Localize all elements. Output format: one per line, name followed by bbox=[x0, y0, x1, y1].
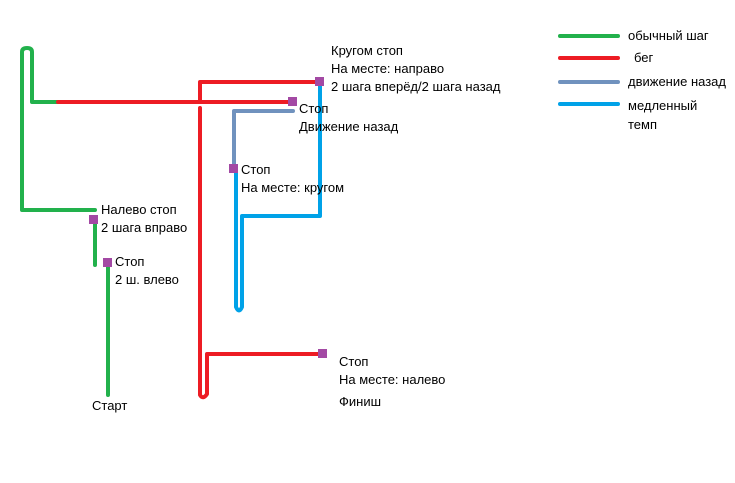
stop3-label: Кругом стоп На месте: направо 2 шага впе… bbox=[331, 42, 500, 96]
stop5-line1: Стоп bbox=[241, 162, 271, 177]
stop-marker bbox=[89, 215, 98, 224]
stop1-line1: Стоп bbox=[115, 254, 145, 269]
stop1-line2: 2 ш. влево bbox=[115, 272, 179, 287]
legend-label-back: движение назад bbox=[628, 74, 727, 89]
legend-label-slow: медленный bbox=[628, 98, 698, 113]
legend-label-normal: обычный шаг bbox=[628, 28, 709, 43]
start-label: Старт bbox=[92, 398, 128, 413]
stop2-line1: Налево стоп bbox=[101, 202, 177, 217]
stop5-label: Стоп На месте: кругом bbox=[241, 161, 344, 197]
stop-marker bbox=[229, 164, 238, 173]
legend-label-run: бег bbox=[634, 50, 654, 65]
stop3-line2: На месте: направо bbox=[331, 61, 445, 76]
stop-marker bbox=[315, 77, 324, 86]
move-back-path bbox=[232, 109, 295, 170]
stop-marker bbox=[318, 349, 327, 358]
stop4-label: Стоп Движение назад bbox=[299, 100, 398, 136]
normal-step-path bbox=[20, 46, 110, 397]
stop2-label: Налево стоп 2 шага вправо bbox=[101, 201, 187, 237]
stop4-line2: Движение назад bbox=[299, 119, 399, 134]
stop-marker bbox=[103, 258, 112, 267]
stop3-line3: 2 шага вперёд/2 шага назад bbox=[331, 79, 501, 94]
stop6-line1: Стоп bbox=[339, 354, 369, 369]
slow-tempo-path bbox=[234, 80, 322, 313]
finish-label: Финиш bbox=[339, 394, 382, 409]
stop5-line2: На месте: кругом bbox=[241, 180, 345, 195]
stop6-line2: На месте: налево bbox=[339, 372, 446, 387]
stop-marker bbox=[288, 97, 297, 106]
stop1-label: Стоп 2 ш. влево bbox=[115, 253, 179, 289]
stop3-line1: Кругом стоп bbox=[331, 43, 403, 58]
stop6-label: Стоп На месте: налево bbox=[339, 353, 445, 389]
run-path bbox=[56, 80, 325, 400]
stop4-line1: Стоп bbox=[299, 101, 329, 116]
legend-label-slow-2: темп bbox=[628, 117, 658, 132]
stop2-line2: 2 шага вправо bbox=[101, 220, 188, 235]
